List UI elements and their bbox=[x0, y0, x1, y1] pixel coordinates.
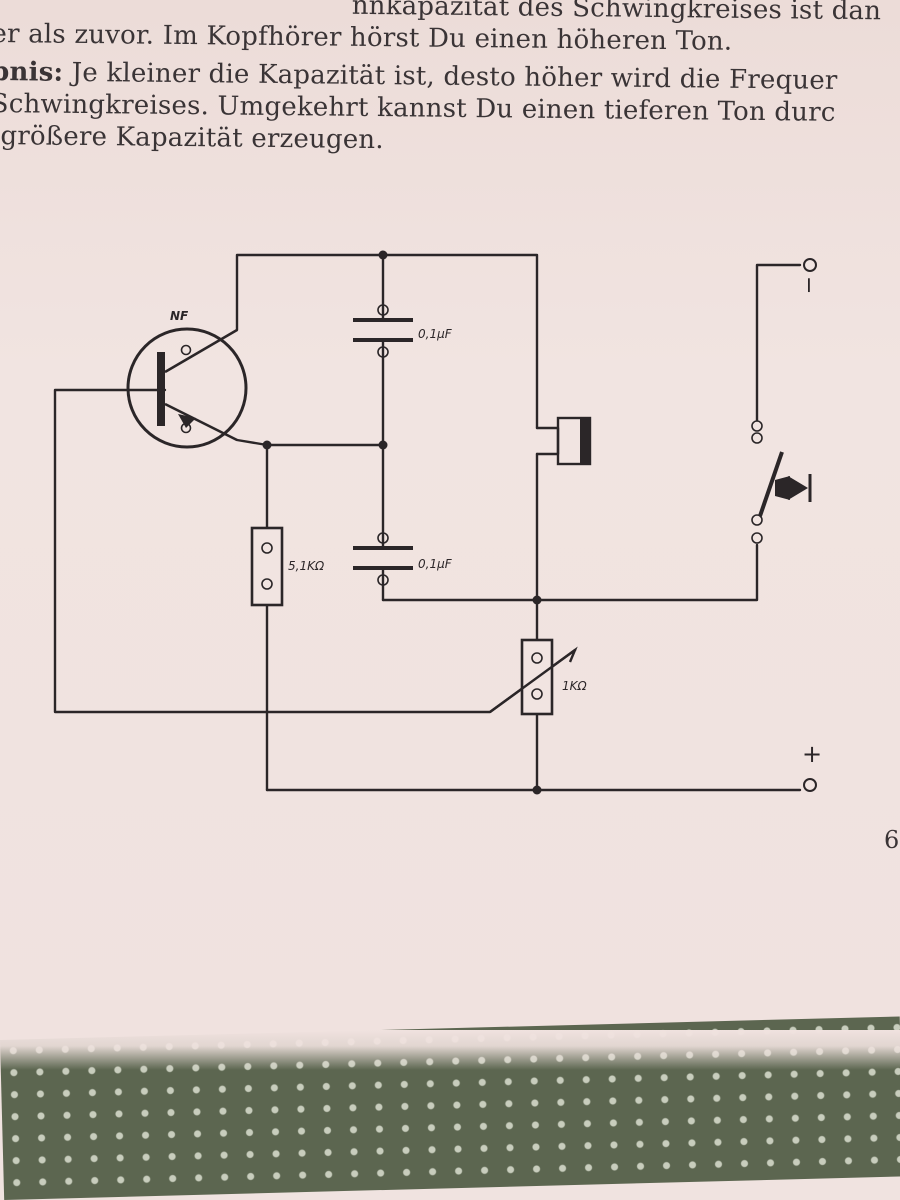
resistor-label: 5,1KΩ bbox=[288, 559, 325, 573]
switch bbox=[751, 420, 812, 544]
potentiometer bbox=[489, 638, 578, 716]
potentiometer-label: 1KΩ bbox=[562, 679, 588, 693]
junctions bbox=[262, 250, 542, 795]
terminal-minus-label: − bbox=[796, 276, 821, 294]
transistor bbox=[126, 327, 248, 449]
page-edge bbox=[0, 1030, 900, 1070]
resistor bbox=[250, 526, 284, 607]
capacitor-top bbox=[353, 304, 413, 358]
circuit-diagram: NF 0,1µF 0,1µF 5,1KΩ 1KΩ − + bbox=[53, 250, 822, 795]
book-page bbox=[0, 0, 900, 1060]
capacitor-bottom bbox=[353, 532, 413, 586]
terminals bbox=[803, 258, 817, 792]
terminal-plus-label: + bbox=[802, 740, 822, 768]
wire-base-loop bbox=[53, 388, 577, 714]
headphone-lines bbox=[535, 426, 560, 456]
transistor-label: NF bbox=[170, 309, 189, 323]
capacitor-top-label: 0,1µF bbox=[418, 327, 453, 341]
page-number: 6 bbox=[884, 826, 900, 854]
capacitor-bottom-label: 0,1µF bbox=[418, 557, 453, 571]
wire-switch bbox=[535, 263, 802, 602]
wire-emitter bbox=[235, 438, 385, 447]
